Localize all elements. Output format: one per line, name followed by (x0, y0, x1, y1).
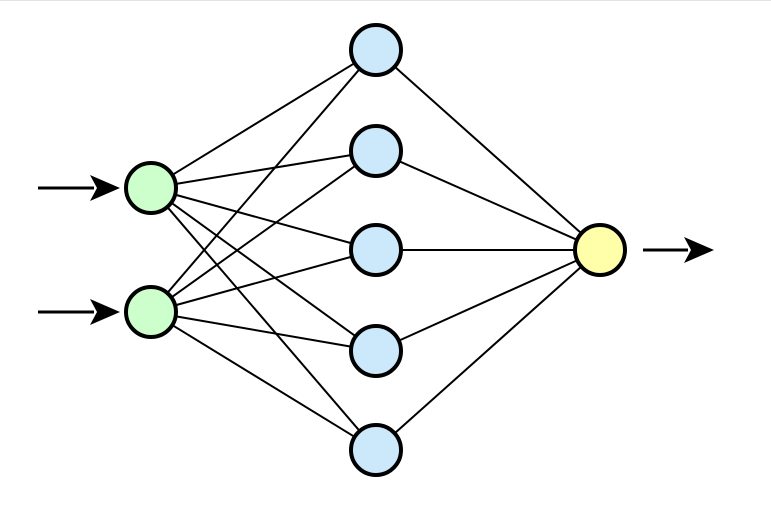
input-arrow-2-head (90, 299, 120, 325)
top-divider (0, 0, 771, 1)
edge-in-1-to-hid-3 (173, 193, 354, 245)
input-arrow-1 (38, 175, 120, 201)
edge-hid-5-to-out-1 (393, 265, 583, 435)
edge-in-2-to-hid-3 (173, 255, 354, 307)
node-hid-3[interactable] (349, 223, 403, 277)
input-arrow-2 (38, 299, 120, 325)
edge-in-1-to-hid-5 (165, 205, 362, 433)
edge-hid-4-to-out-1 (397, 258, 579, 343)
nodes-group (124, 23, 627, 477)
input-arrow-1-head (90, 175, 120, 201)
edge-in-2-to-hid-4 (174, 315, 353, 348)
edges-group (165, 61, 583, 439)
edge-in-1-to-hid-1 (170, 61, 357, 177)
node-in-2[interactable] (124, 285, 178, 339)
output-arrow-1 (643, 237, 714, 263)
node-hid-2[interactable] (349, 124, 403, 178)
node-hid-1[interactable] (349, 23, 403, 77)
node-hid-4[interactable] (349, 324, 403, 378)
output-arrow-1-head (684, 237, 714, 263)
edge-hid-1-to-out-1 (393, 65, 583, 235)
edge-in-1-to-hid-4 (169, 201, 358, 338)
edge-in-2-to-hid-1 (165, 67, 362, 295)
node-hid-5[interactable] (349, 423, 403, 477)
edge-in-2-to-hid-2 (169, 164, 358, 299)
edge-in-1-to-hid-2 (174, 153, 353, 186)
node-in-1[interactable] (124, 161, 178, 215)
arrows-group (38, 175, 714, 325)
edge-in-2-to-hid-5 (170, 323, 357, 439)
node-out-1[interactable] (573, 223, 627, 277)
edge-hid-2-to-out-1 (397, 159, 579, 242)
